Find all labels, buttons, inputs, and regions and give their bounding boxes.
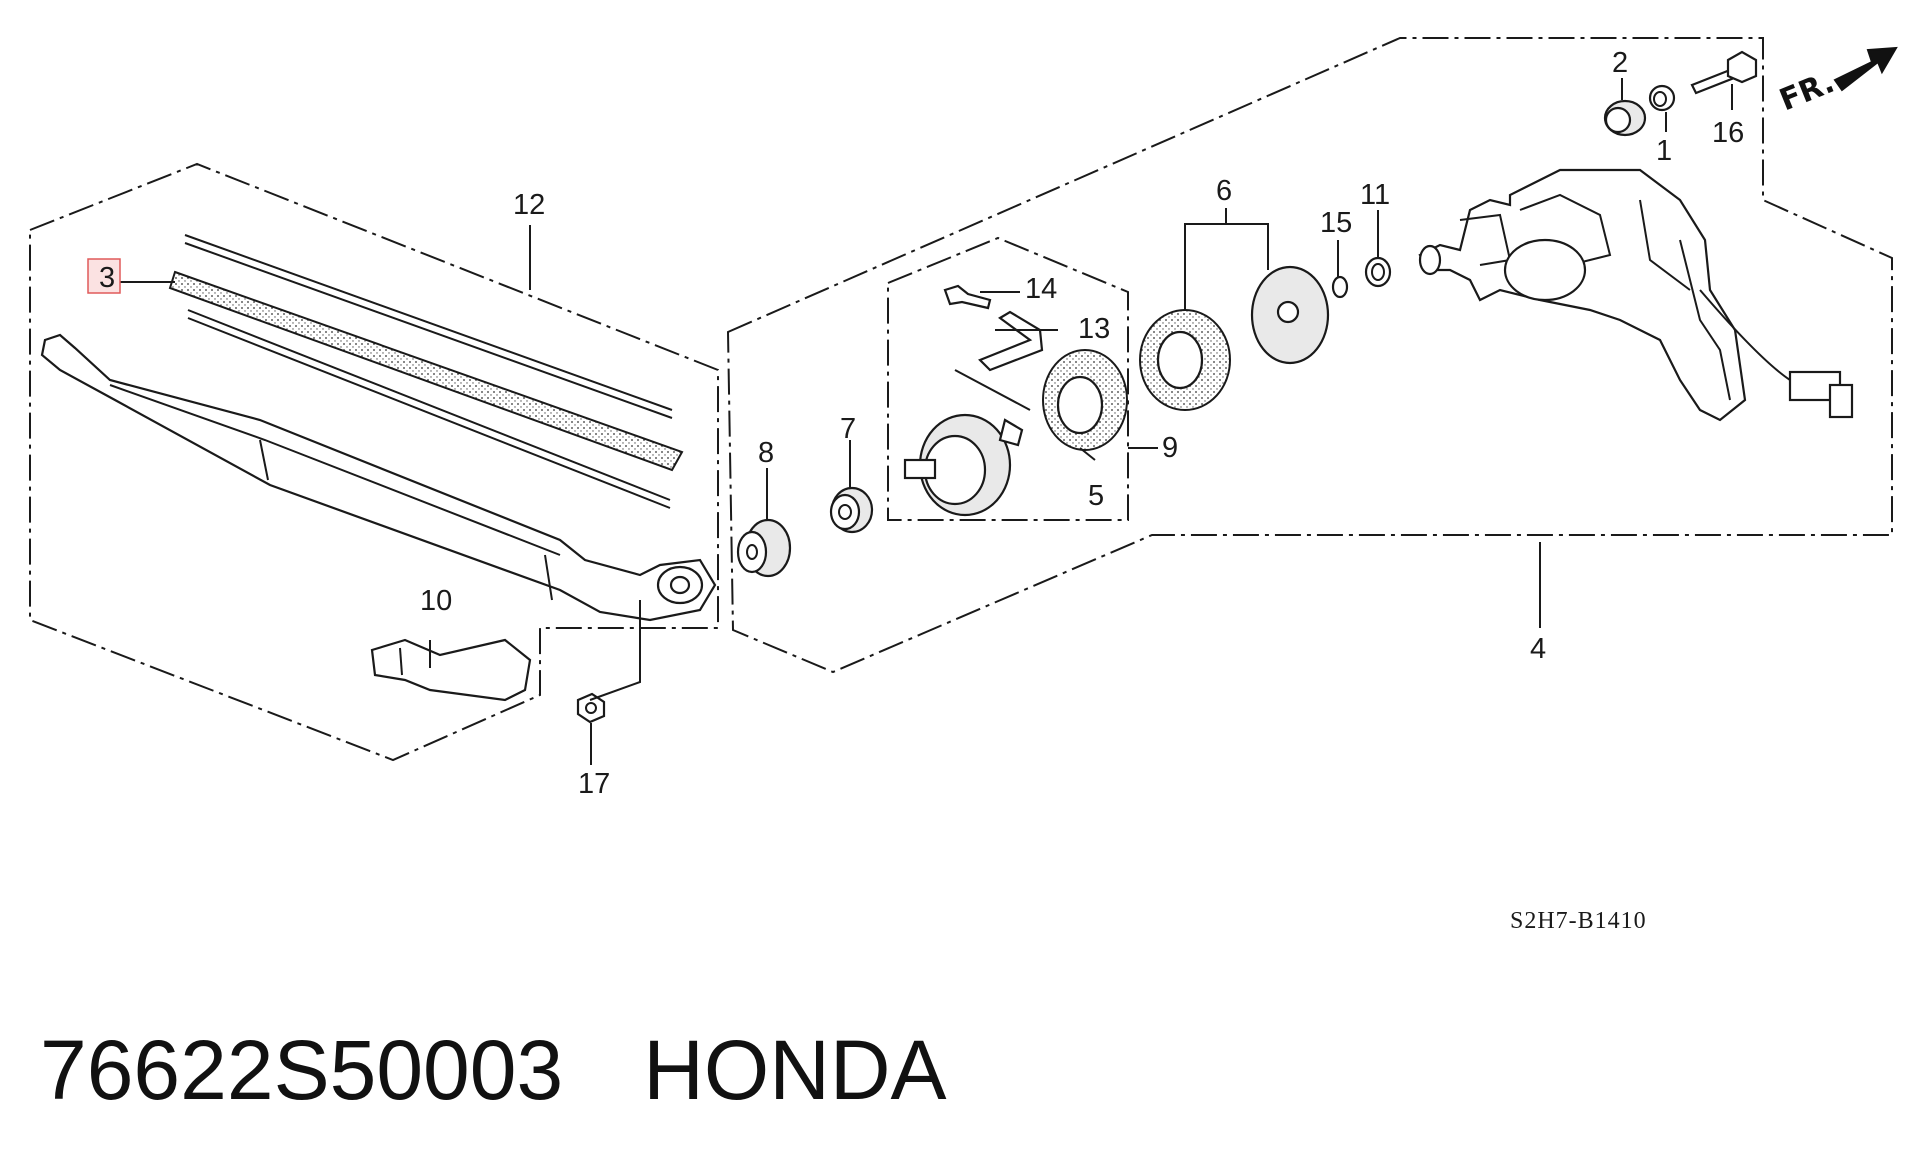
callout-1[interactable]: 1 xyxy=(1656,135,1672,167)
callout-5[interactable]: 5 xyxy=(1088,480,1104,512)
callout-12[interactable]: 12 xyxy=(513,189,545,221)
front-arrow-icon xyxy=(1833,46,1898,92)
callout-15[interactable]: 15 xyxy=(1320,207,1352,239)
leader-lines xyxy=(120,78,1733,765)
drawing-code: S2H7-B1410 xyxy=(1510,908,1647,934)
callout-13[interactable]: 13 xyxy=(1078,313,1110,345)
callout-9[interactable]: 9 xyxy=(1162,432,1178,464)
part-number: 76622S50003 xyxy=(40,1022,564,1117)
callouts: 3 12 10 17 8 7 14 13 9 5 6 15 11 4 2 1 1… xyxy=(87,47,1744,934)
callout-11[interactable]: 11 xyxy=(1360,179,1390,211)
wiper-motor xyxy=(1418,168,1854,422)
mount-hardware xyxy=(1603,50,1758,137)
nut-7 xyxy=(829,486,874,534)
callout-3[interactable]: 3 xyxy=(99,262,115,294)
cap-and-hose xyxy=(903,284,1128,517)
callout-6[interactable]: 6 xyxy=(1216,175,1232,207)
part-caption: 76622S50003 HONDA xyxy=(40,1010,947,1130)
wiper-arm xyxy=(40,333,717,622)
wiper-arm-group-outline xyxy=(29,162,719,762)
front-direction-arrow: FR. xyxy=(1775,46,1898,118)
callout-14[interactable]: 14 xyxy=(1025,273,1057,305)
cap-subgroup-outline xyxy=(887,236,1129,521)
callout-17[interactable]: 17 xyxy=(578,768,610,800)
grommet-8 xyxy=(736,518,792,578)
seal-set xyxy=(1139,265,1330,411)
callout-4[interactable]: 4 xyxy=(1530,633,1546,665)
highlight-box-3 xyxy=(87,258,121,294)
callout-16[interactable]: 16 xyxy=(1712,117,1744,149)
motor-assembly-group-outline xyxy=(726,37,1893,674)
callout-10[interactable]: 10 xyxy=(420,585,452,617)
wiper-arm-cover xyxy=(370,638,532,702)
callout-8[interactable]: 8 xyxy=(758,437,774,469)
brand-name: HONDA xyxy=(643,1022,947,1117)
callout-2[interactable]: 2 xyxy=(1612,47,1628,79)
arm-nut xyxy=(576,692,606,724)
callout-7[interactable]: 7 xyxy=(840,413,856,445)
washers xyxy=(1331,256,1392,299)
front-label: FR. xyxy=(1775,65,1840,118)
